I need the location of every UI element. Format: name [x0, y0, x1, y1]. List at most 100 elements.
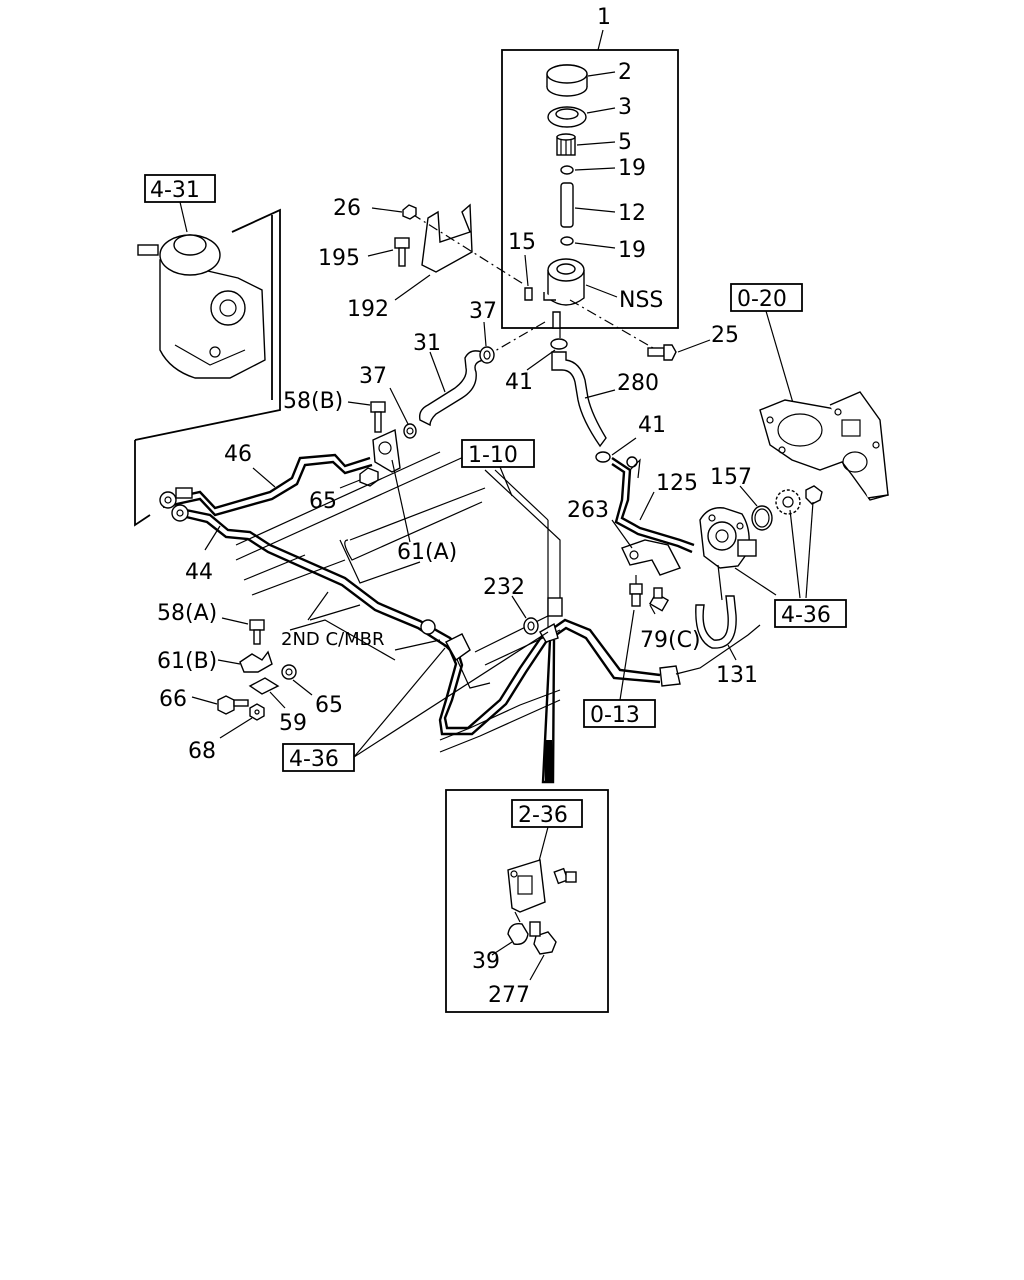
callout-19b: 19 — [618, 238, 646, 263]
callout-37a: 37 — [469, 299, 497, 324]
ref-box-4-36-bottom — [282, 743, 355, 772]
callout-195: 195 — [318, 246, 360, 271]
ref-0-13: 0-13 — [590, 703, 640, 728]
callout-nss: NSS — [619, 288, 663, 313]
callout-277: 277 — [488, 983, 530, 1008]
reservoir-tube — [560, 182, 574, 228]
callout-41a: 41 — [505, 370, 533, 395]
pressure-hose — [443, 618, 661, 730]
ref-0-20: 0-20 — [737, 287, 787, 312]
drive-gear — [775, 489, 801, 515]
callout-61b: 61(B) — [157, 649, 217, 674]
reservoir-bracket-group: 26 195 192 — [318, 196, 526, 322]
callout-58a: 58(A) — [157, 601, 217, 626]
callout-12: 12 — [618, 201, 646, 226]
bolt-25 — [647, 344, 677, 361]
power-steering-pump-group: 157 131 4-36 — [695, 465, 847, 688]
callout-26: 26 — [333, 196, 361, 221]
bolt-58a — [249, 619, 265, 645]
pipe-125-group: 125 — [611, 456, 698, 554]
bolt-66 — [217, 695, 249, 715]
pump-housing-group: 4-31 — [134, 174, 281, 527]
pump-seal-157 — [751, 505, 773, 531]
pipe-end-fittings — [159, 487, 193, 522]
clip-61b — [239, 650, 273, 673]
callout-65b: 65 — [315, 693, 343, 718]
spacer-lower — [560, 236, 574, 246]
callout-37b: 37 — [359, 364, 387, 389]
nut-65-lower — [281, 664, 297, 680]
tank-mount-group: 232 — [483, 575, 563, 635]
nut-drive — [805, 485, 823, 505]
ref-box-0-20 — [730, 283, 803, 312]
callout-41b: 41 — [638, 413, 666, 438]
detail-fitting-277 — [529, 921, 557, 955]
callout-2nd-crossmember: 2ND C/MBR — [281, 629, 385, 650]
hose-clamp-41-upper — [550, 338, 568, 350]
reservoir-body — [543, 258, 585, 306]
callout-39: 39 — [472, 949, 500, 974]
reservoir-filter — [556, 133, 576, 156]
ref-4-36-bottom-group: 4-36 — [282, 631, 549, 772]
ref-4-31: 4-31 — [150, 178, 200, 203]
ref-box-2-36 — [511, 799, 583, 828]
suction-hose-280 — [551, 351, 607, 448]
callout-79c: 79(C) — [640, 628, 701, 653]
reservoir-outlet — [552, 311, 561, 329]
pressure-line-group — [438, 618, 761, 784]
bracket-263-group: 263 79(C) — [567, 498, 701, 653]
ref-box-4-36-right — [774, 599, 847, 628]
nut-68 — [249, 703, 265, 721]
ref-4-36-right: 4-36 — [781, 603, 831, 628]
power-steering-pump — [699, 507, 757, 569]
pump-bracket-frame-left — [134, 440, 151, 527]
spacer-upper — [560, 165, 574, 175]
callout-232: 232 — [483, 575, 525, 600]
bracket-59 — [248, 677, 280, 695]
bolt-58b — [370, 401, 386, 433]
callout-44: 44 — [185, 560, 213, 585]
detail-2-36-group: 2-36 39 277 — [445, 789, 609, 1013]
reservoir-assembly-group: 1 2 3 5 19 — [501, 5, 679, 329]
hose-group: 31 37 37 41 280 41 — [359, 299, 739, 463]
ref-4-36-bottom: 4-36 — [289, 747, 339, 772]
ref-box-1-10 — [461, 439, 535, 468]
callout-31: 31 — [413, 331, 441, 356]
detail-frame — [445, 789, 609, 1013]
clip-61a — [372, 428, 401, 473]
lower-clip-group: 58(A) 61(B) 65 59 66 68 — [157, 601, 343, 764]
callout-66: 66 — [159, 687, 187, 712]
callout-192: 192 — [347, 297, 389, 322]
cap-gasket — [547, 106, 587, 128]
grommet-232 — [523, 617, 539, 635]
nut-65-upper — [359, 467, 379, 487]
reservoir-cap — [546, 64, 588, 97]
bolt-79c — [648, 587, 670, 612]
callout-125: 125 — [656, 471, 698, 496]
pressure-pipe-46 — [162, 453, 371, 510]
frame-crossmember: 2ND C/MBR — [235, 451, 561, 753]
ref-box-4-31 — [144, 174, 216, 203]
callout-280: 280 — [617, 371, 659, 396]
callout-68: 68 — [188, 739, 216, 764]
callout-25: 25 — [711, 323, 739, 348]
clip-61a-group: 58(B) 65 61(A) — [283, 389, 457, 565]
callout-2: 2 — [618, 60, 632, 85]
bolt-vertical-013 — [629, 583, 643, 607]
detail-bracket — [507, 859, 546, 913]
callout-5: 5 — [618, 130, 632, 155]
hose-clamp-37-lower — [403, 423, 417, 439]
ref-0-13-group: 0-13 — [583, 609, 656, 728]
callout-59: 59 — [279, 711, 307, 736]
callout-46: 46 — [224, 442, 252, 467]
callout-19a: 19 — [618, 156, 646, 181]
ref-1-10-group: 1-10 — [461, 439, 535, 497]
flywheel-housing-group: 0-20 — [730, 283, 889, 501]
callout-263: 263 — [567, 498, 609, 523]
bracket-clip — [524, 287, 533, 301]
callout-61a: 61(A) — [397, 540, 457, 565]
callout-157: 157 — [710, 465, 752, 490]
return-hose-31 — [418, 350, 485, 427]
hose-clamp-37-upper — [479, 346, 495, 364]
